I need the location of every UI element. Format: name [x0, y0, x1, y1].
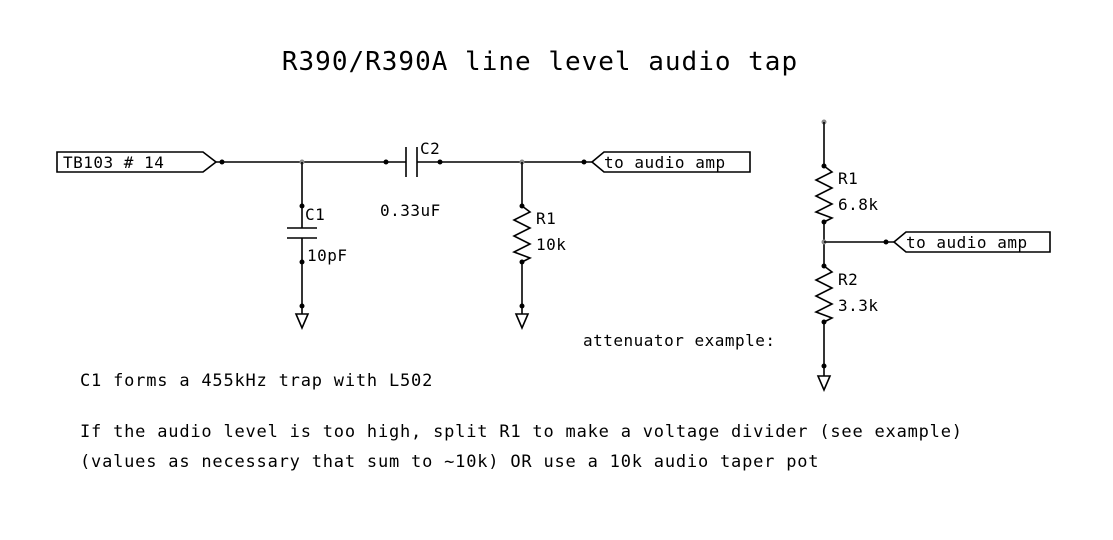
junction-dot: [299, 259, 305, 265]
c2-ref: C2: [420, 139, 440, 158]
junction-dot: [299, 303, 305, 309]
input-port-label: TB103 # 14: [63, 153, 164, 172]
junction-dot: [299, 203, 305, 209]
r1-value: 10k: [536, 235, 566, 254]
junction-dot: [219, 159, 225, 165]
junction-dot: [883, 239, 889, 245]
junction-dot: [519, 303, 525, 309]
attn-r2-ref: R2: [838, 270, 858, 289]
r1-zigzag: [512, 205, 532, 263]
attn-output-port-flag: [892, 231, 1051, 253]
output-port-flag: [590, 151, 751, 173]
junction-dot: [821, 363, 827, 369]
junction-dot: [519, 259, 525, 265]
note-split: If the audio level is too high, split R1…: [80, 422, 963, 442]
attn-r1-value: 6.8k: [838, 195, 879, 214]
junction-dot: [383, 159, 389, 165]
attn-r2-zigzag: [814, 265, 834, 323]
attn-output-port-label: to audio amp: [906, 233, 1028, 252]
note-values: (values as necessary that sum to ~10k) O…: [80, 452, 819, 472]
attn-r2-value: 3.3k: [838, 296, 879, 315]
output-port-label: to audio amp: [604, 153, 726, 172]
attn-r1-zigzag: [814, 165, 834, 223]
ground-icon: [816, 375, 832, 393]
junction-dot: [581, 159, 587, 165]
junction-dot: [437, 159, 443, 165]
ground-icon: [514, 313, 530, 331]
attenuator-caption: attenuator example:: [583, 331, 776, 350]
note-trap: C1 forms a 455kHz trap with L502: [80, 371, 433, 391]
input-port-flag: [56, 151, 218, 173]
c1-value: 10pF: [307, 246, 348, 265]
ground-icon: [294, 313, 310, 331]
c1-ref: C1: [305, 205, 325, 224]
page-title: R390/R390A line level audio tap: [282, 47, 798, 77]
attn-r1-ref: R1: [838, 169, 858, 188]
r1-ref: R1: [536, 209, 556, 228]
c2-value: 0.33uF: [380, 201, 441, 220]
